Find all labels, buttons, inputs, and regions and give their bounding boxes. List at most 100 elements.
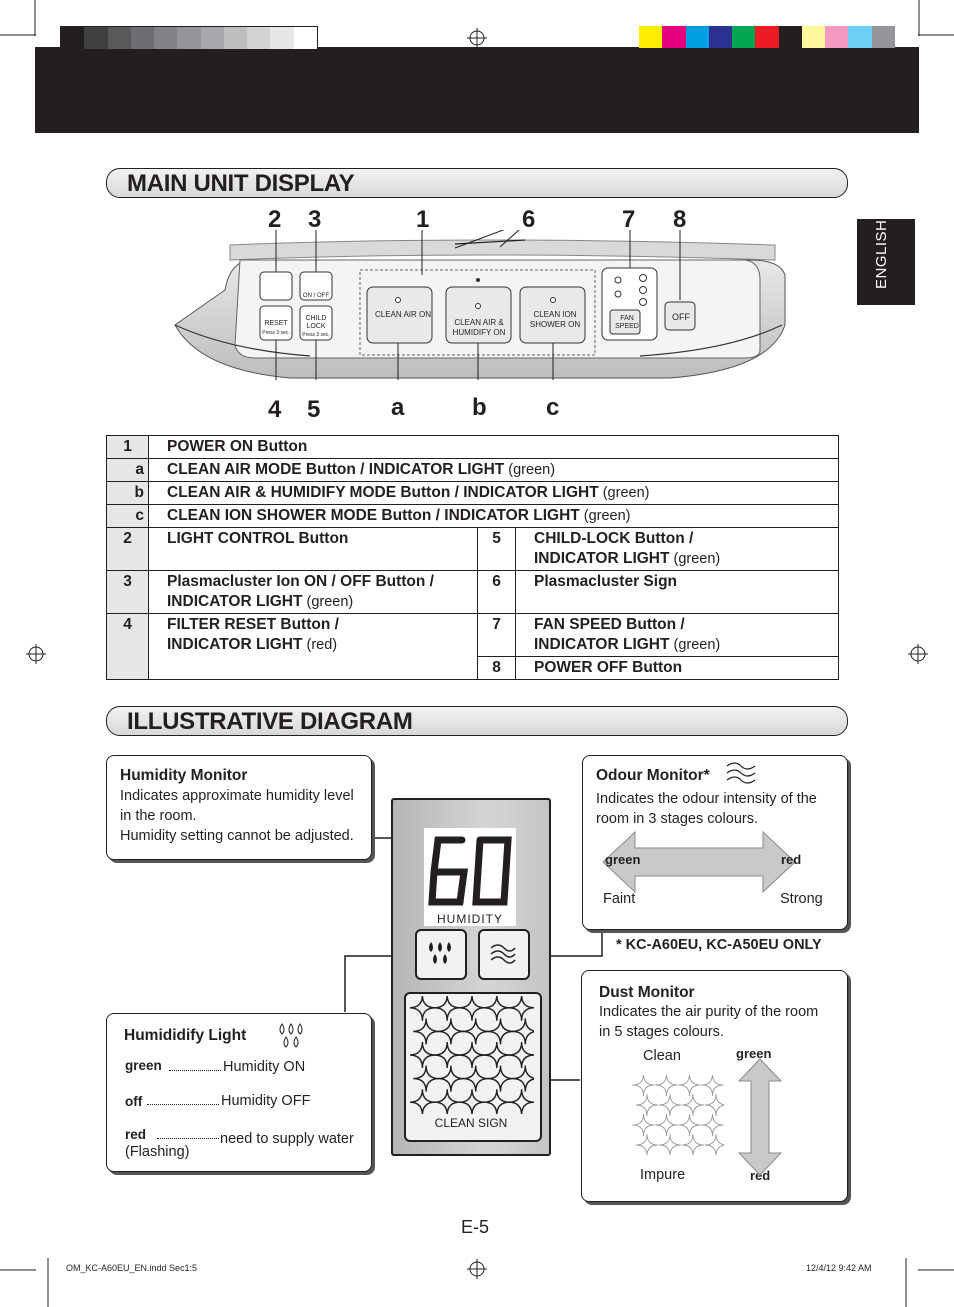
sparkle-icon [410, 1089, 436, 1114]
humidify-light-box: Humididify Light green Humidity ON off H… [106, 1013, 372, 1172]
table-row: 1 POWER ON Button [106, 435, 839, 459]
water-drops-icon [279, 1023, 303, 1048]
box-text: Indicates the odour intensity of the [596, 791, 817, 807]
callout-a: a [391, 394, 405, 421]
sparkle-icon [437, 1018, 464, 1045]
odour-monitor-box: Odour Monitor* Indicates the odour inten… [582, 755, 848, 930]
arrow-label-left: green [605, 852, 641, 867]
faint-sparkle-grid-icon [632, 1075, 724, 1155]
row-text-color: (green) [504, 462, 556, 478]
sparkle-icon [704, 1093, 724, 1117]
table-row: 3 Plasmacluster Ion ON / OFF Button /IND… [106, 570, 839, 614]
off-button[interactable]: OFF [672, 312, 690, 322]
humidify-button[interactable]: CLEAN AIR & HUMIDIFY ON [452, 318, 506, 337]
box-title: Humidity Monitor [120, 767, 248, 784]
callout-c: c [546, 394, 560, 421]
sparkle-icon [512, 1018, 534, 1045]
humidity-monitor-box: Humidity Monitor Indicates approximate h… [106, 755, 372, 860]
sparkle-icon [681, 1093, 704, 1117]
callout-b: b [472, 394, 487, 421]
vertical-double-arrow-icon [737, 1058, 783, 1176]
light-color-label: red [125, 1127, 147, 1142]
color-swatches [639, 26, 895, 48]
sparkle-icon [508, 996, 534, 1021]
box-text: in 5 stages colours. [599, 1024, 724, 1040]
box-text: room in 3 stages colours. [596, 811, 758, 827]
sparkle-icon [483, 1041, 510, 1069]
sparkle-icon [434, 1041, 461, 1069]
row-text-main: INDICATOR LIGHT [534, 550, 670, 567]
row-number: 4 [106, 613, 149, 680]
sparkle-icon [704, 1133, 724, 1155]
model-note: * KC-A60EU, KC-A50EU ONLY [616, 937, 822, 953]
sparkle-icon [487, 1018, 514, 1045]
callout-6: 6 [522, 206, 536, 233]
box-text: in the room. [120, 808, 197, 824]
table-row: 2 LIGHT CONTROL Button 5 CHILD-LOCK Butt… [106, 527, 839, 571]
callout-1: 1 [416, 206, 430, 233]
humidify-light-button[interactable] [415, 929, 467, 980]
scale-label-right: Strong [780, 891, 823, 907]
callout-4: 4 [268, 396, 282, 423]
ion-shower-button[interactable]: CLEAN ION SHOWER ON [529, 310, 581, 329]
row-text: POWER OFF Button [515, 656, 839, 680]
section-title: ILLUSTRATIVE DIAGRAM [127, 708, 413, 735]
sparkle-icon [512, 1065, 534, 1092]
sparkle-icon [483, 1089, 510, 1114]
sparkle-icon [434, 1089, 461, 1114]
box-text: Indicates approximate humidity level [120, 788, 354, 804]
row-text: CLEAN ION SHOWER MODE Button / INDICATOR… [148, 504, 839, 528]
callout-2: 2 [268, 206, 282, 233]
box-text: Indicates the air purity of the room [599, 1004, 819, 1020]
sparkle-icon [458, 996, 486, 1021]
ion-on-off-button[interactable]: ON / OFF [303, 293, 329, 299]
clean-air-button[interactable]: CLEAN AIR ON [374, 310, 431, 319]
table-row: 8 POWER OFF Button [107, 656, 839, 680]
clean-sign-label: CLEAN SIGN [434, 1116, 508, 1130]
scale-label-bottom: Impure [640, 1167, 686, 1183]
sparkle-icon [655, 1113, 678, 1137]
row-text: FILTER RESET Button /INDICATOR LIGHT (re… [148, 613, 478, 680]
row-text-main: INDICATOR LIGHT [534, 636, 670, 653]
sparkle-icon [632, 1075, 655, 1097]
footer-date: 12/4/12 9:42 AM [806, 1263, 872, 1273]
language-tab: ENGLISH [857, 219, 915, 305]
button-reference-table: 1 POWER ON Button a CLEAN AIR MODE Butto… [106, 435, 839, 680]
odour-wave-icon [726, 762, 756, 784]
row-number: a [106, 458, 149, 482]
press-3-sec-label: Press 3 sec. [302, 332, 330, 338]
press-3-sec-label: Press 3 sec. [262, 330, 290, 336]
reset-button[interactable]: RESET [264, 320, 288, 327]
light-meaning: Humidity ON [223, 1059, 306, 1075]
sparkle-icon [410, 996, 436, 1021]
grey-swatches [60, 26, 318, 50]
sparkle-icon [678, 1113, 701, 1137]
sparkle-icon [701, 1075, 724, 1097]
child-lock-button[interactable]: CHILD LOCK [305, 315, 327, 330]
row-number: 1 [106, 435, 149, 459]
row-number: b [106, 481, 149, 505]
sparkle-icon [483, 996, 510, 1021]
sparkle-icon [434, 996, 461, 1021]
callout-8: 8 [673, 206, 687, 233]
table-row: c CLEAN ION SHOWER MODE Button / INDICAT… [106, 504, 839, 528]
sparkle-icon [632, 1113, 655, 1137]
row-text-color: (red) [302, 637, 338, 653]
sparkle-icon [413, 1018, 440, 1045]
odour-wave-icon [490, 944, 516, 964]
scale-label-top: Clean [643, 1048, 681, 1064]
row-text: CHILD-LOCK Button /INDICATOR LIGHT (gree… [515, 527, 839, 571]
leader-dots [157, 1126, 219, 1139]
sparkle-icon [658, 1133, 681, 1155]
section-title: MAIN UNIT DISPLAY [127, 170, 355, 197]
sparkle-icon [462, 1018, 489, 1045]
fan-speed-button[interactable]: FAN SPEED [615, 315, 639, 330]
row-text-main: CLEAN ION SHOWER MODE Button / INDICATOR… [167, 507, 580, 524]
sparkle-icon [437, 1065, 464, 1092]
sparkle-icon [681, 1133, 704, 1155]
row-text-main: FILTER RESET Button / [167, 616, 339, 633]
page-number: E-5 [461, 1217, 490, 1237]
section-header-illustrative: ILLUSTRATIVE DIAGRAM [106, 706, 848, 736]
box-title: Humididify Light [124, 1027, 247, 1044]
row-text: POWER ON Button [148, 435, 839, 459]
